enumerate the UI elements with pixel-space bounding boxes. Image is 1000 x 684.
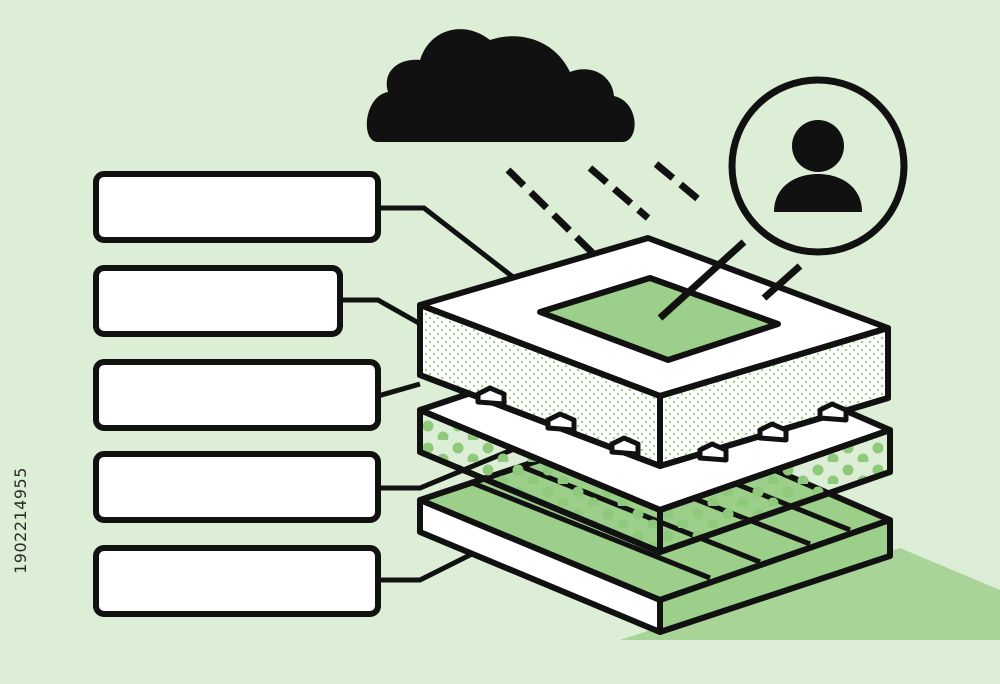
label-box-4 (93, 451, 381, 523)
user-signal-lines (657, 239, 803, 321)
label-box-5 (93, 545, 381, 617)
label-boxes (93, 171, 381, 617)
user-icon (728, 76, 908, 256)
ground-shadow (620, 548, 1000, 640)
green-square (537, 275, 781, 363)
label-box-1 (93, 171, 381, 243)
rain-lines (505, 161, 707, 275)
cloud-icon (366, 29, 635, 143)
label-box-2 (93, 265, 343, 337)
stock-id-watermark: 1902214955 (6, 440, 34, 600)
stock-id-text: 1902214955 (10, 466, 30, 574)
label-box-3 (93, 359, 381, 431)
top-layer (417, 235, 891, 469)
